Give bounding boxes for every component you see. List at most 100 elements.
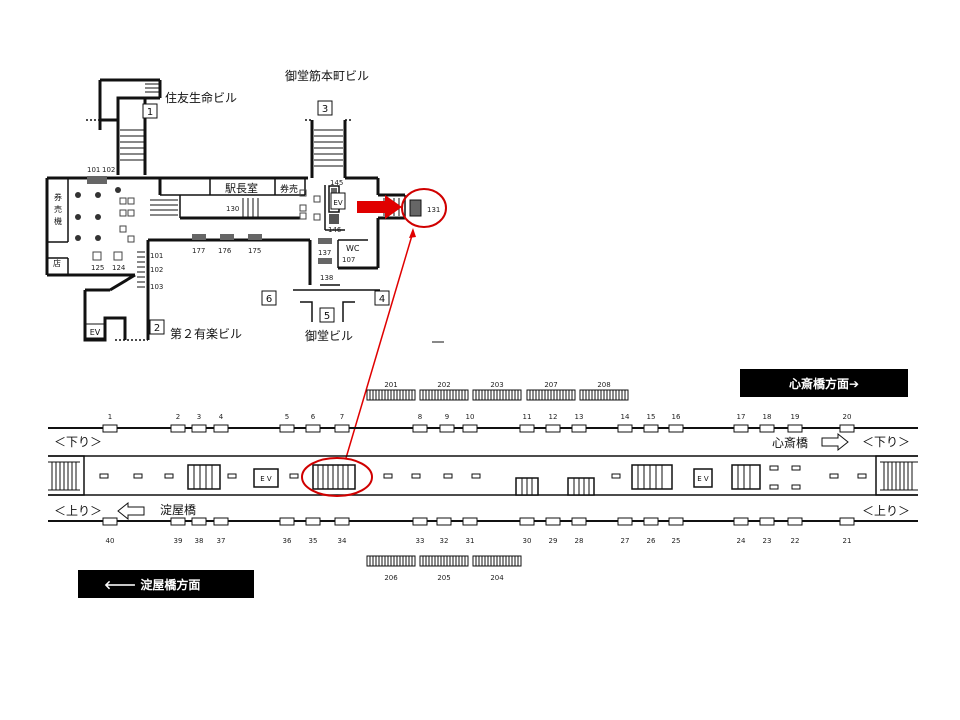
svg-text:177: 177 (192, 247, 205, 255)
door-marker-bottom (617, 517, 633, 526)
door-number-top: 8 (418, 413, 422, 421)
door-number-bottom: 25 (672, 537, 681, 545)
upper-labels: 住友生命ビル 御堂筋本町ビル 第２有楽ビル 御堂ビル 駅長室 券売 店 WC E… (53, 68, 440, 343)
svg-text:131: 131 (427, 206, 440, 214)
door-number-top: 11 (523, 413, 532, 421)
connector-line (345, 231, 414, 459)
platform-ev-left-label: E V (260, 475, 272, 483)
platform-stairs (187, 464, 761, 496)
door-marker-bottom (545, 517, 561, 526)
door-number-top: 9 (445, 413, 449, 421)
room-ev-left: EV (90, 328, 101, 337)
end-stair-right (880, 461, 918, 491)
arrow-left-icon (117, 501, 145, 521)
door-number-bottom: 38 (195, 537, 204, 545)
highlight-circle-upper (401, 188, 447, 228)
highlight-circle-platform (301, 457, 373, 497)
exit-3: 3 (322, 104, 328, 115)
door-number-top: 7 (340, 413, 344, 421)
label-down-left: ＜下り＞ (54, 435, 102, 449)
door-number-top: 4 (219, 413, 224, 421)
door-number-top: 2 (176, 413, 180, 421)
door-number-top: 5 (285, 413, 289, 421)
door-marker-top (668, 424, 684, 433)
door-number-top: 16 (672, 413, 681, 421)
building-mido: 御堂ビル (305, 328, 353, 343)
door-marker-bottom (571, 517, 587, 526)
bench-number: 208 (597, 381, 610, 389)
exit-2: 2 (154, 323, 160, 334)
highlight-upper (345, 188, 447, 459)
room-ticket-machine: 券売機 (54, 192, 62, 226)
door-number-bottom: 35 (309, 537, 318, 545)
door-number-bottom: 26 (647, 537, 656, 545)
door-marker-top (279, 424, 295, 433)
door-number-top: 3 (197, 413, 201, 421)
red-arrow-icon (357, 195, 402, 219)
door-number-top: 18 (763, 413, 772, 421)
exit-1: 1 (147, 107, 153, 118)
bench-number: 204 (490, 574, 504, 582)
door-marker-bottom (462, 517, 478, 526)
bench-number: 206 (384, 574, 398, 582)
bench-number: 205 (437, 574, 450, 582)
svg-text:146: 146 (328, 226, 342, 234)
svg-text:101: 101 (87, 166, 100, 174)
door-marker-bottom (279, 517, 295, 526)
svg-text:145: 145 (330, 179, 343, 187)
end-stair-left (48, 461, 80, 491)
door-marker-top (462, 424, 478, 433)
door-marker-bottom (191, 517, 207, 526)
door-marker-top (102, 424, 118, 433)
door-marker-bottom (839, 517, 855, 526)
platform-stair-hatch (193, 465, 751, 495)
door-marker-top (759, 424, 775, 433)
svg-text:137: 137 (318, 249, 331, 257)
door-marker-top (617, 424, 633, 433)
door-marker-top (170, 424, 186, 433)
label-down-right: ＜下り＞ (862, 435, 910, 449)
door-number-bottom: 40 (106, 537, 115, 545)
label-shinsaibashi: 心斎橋 (772, 435, 808, 450)
room-ev-mid: EV (333, 199, 342, 207)
door-number-bottom: 28 (575, 537, 584, 545)
bench-number: 203 (490, 381, 503, 389)
platform-ev-right (693, 468, 713, 488)
door-marker-top (571, 424, 587, 433)
door-number-bottom: 21 (843, 537, 852, 545)
building-sumitomo: 住友生命ビル (165, 90, 237, 105)
platform-markers (99, 465, 867, 490)
arrow-right-icon (821, 432, 849, 452)
door-marker-top (839, 424, 855, 433)
door-number-top: 17 (737, 413, 746, 421)
door-number-top: 1 (108, 413, 112, 421)
svg-text:138: 138 (320, 274, 333, 282)
door-number-bottom: 34 (338, 537, 347, 545)
door-number-top: 10 (466, 413, 475, 421)
door-number-bottom: 24 (737, 537, 746, 545)
door-number-bottom: 32 (440, 537, 449, 545)
label-up-right: ＜上り＞ (862, 504, 910, 518)
exit-4: 4 (379, 294, 385, 305)
door-marker-top (545, 424, 561, 433)
door-marker-bottom (787, 517, 803, 526)
building-dai2-yuraku: 第２有楽ビル (170, 327, 242, 341)
door-marker-bottom (519, 517, 535, 526)
door-number-bottom: 31 (466, 537, 475, 545)
door-number-bottom: 27 (621, 537, 630, 545)
svg-text:175: 175 (248, 247, 261, 255)
door-number-top: 12 (549, 413, 558, 421)
door-number-top: 13 (575, 413, 584, 421)
door-number-top: 20 (843, 413, 852, 421)
door-marker-top (787, 424, 803, 433)
door-number-bottom: 23 (763, 537, 772, 545)
exit-number-boxes (85, 100, 390, 339)
door-marker-bottom (305, 517, 321, 526)
building-midosuji-honmachi: 御堂筋本町ビル (285, 68, 369, 83)
label-yodoyabashi: 淀屋橋 (160, 503, 196, 517)
